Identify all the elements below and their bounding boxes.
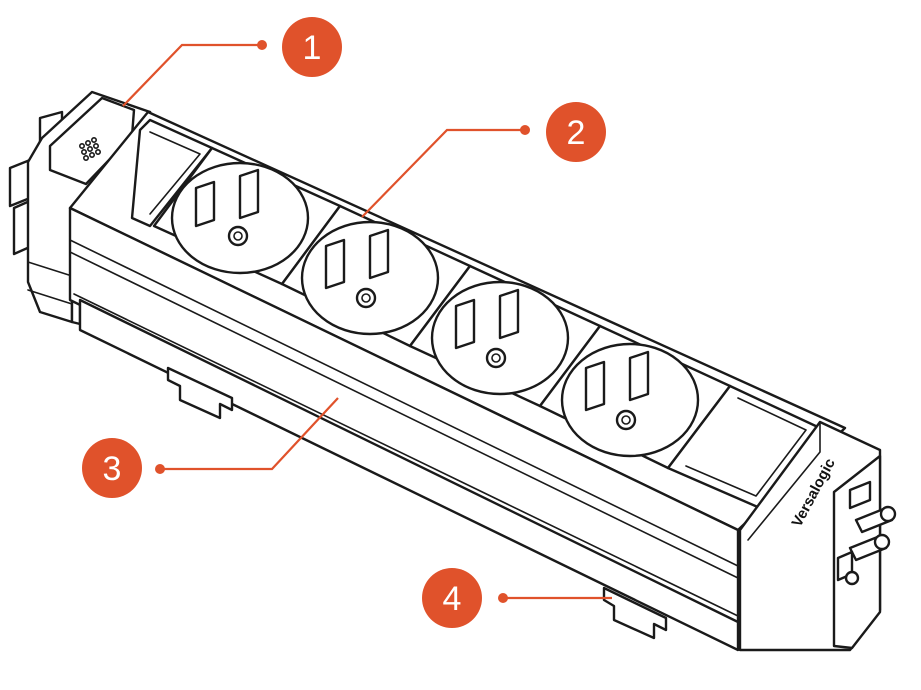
callout-number-1: 1 bbox=[303, 29, 322, 67]
callout-badge-1: 1 bbox=[282, 17, 342, 77]
socket-module-2 bbox=[280, 204, 472, 348]
callout-badge-4: 4 bbox=[422, 568, 482, 628]
callout-leaders bbox=[122, 40, 612, 603]
callout-badge-2: 2 bbox=[546, 102, 606, 162]
leader-3 bbox=[160, 397, 339, 471]
din-rail-clip-rear bbox=[166, 366, 234, 420]
callout-number-4: 4 bbox=[443, 580, 462, 618]
leader-3-dot bbox=[155, 464, 165, 474]
leader-4-dot bbox=[498, 593, 508, 603]
socket-module-1 bbox=[152, 146, 342, 286]
socket-module-4 bbox=[538, 324, 732, 470]
leader-1-dot bbox=[257, 40, 267, 50]
right-connector-pins bbox=[836, 480, 897, 586]
callout-number-3: 3 bbox=[103, 450, 122, 488]
callout-badge-3: 3 bbox=[82, 438, 142, 498]
leader-2 bbox=[361, 128, 525, 218]
leader-2-dot bbox=[520, 125, 530, 135]
grid-logo-icon bbox=[79, 137, 102, 162]
callout-number-2: 2 bbox=[567, 114, 586, 152]
leader-1 bbox=[122, 43, 262, 107]
blank-module-left bbox=[130, 118, 214, 228]
din-rail-clip-front bbox=[602, 586, 668, 640]
